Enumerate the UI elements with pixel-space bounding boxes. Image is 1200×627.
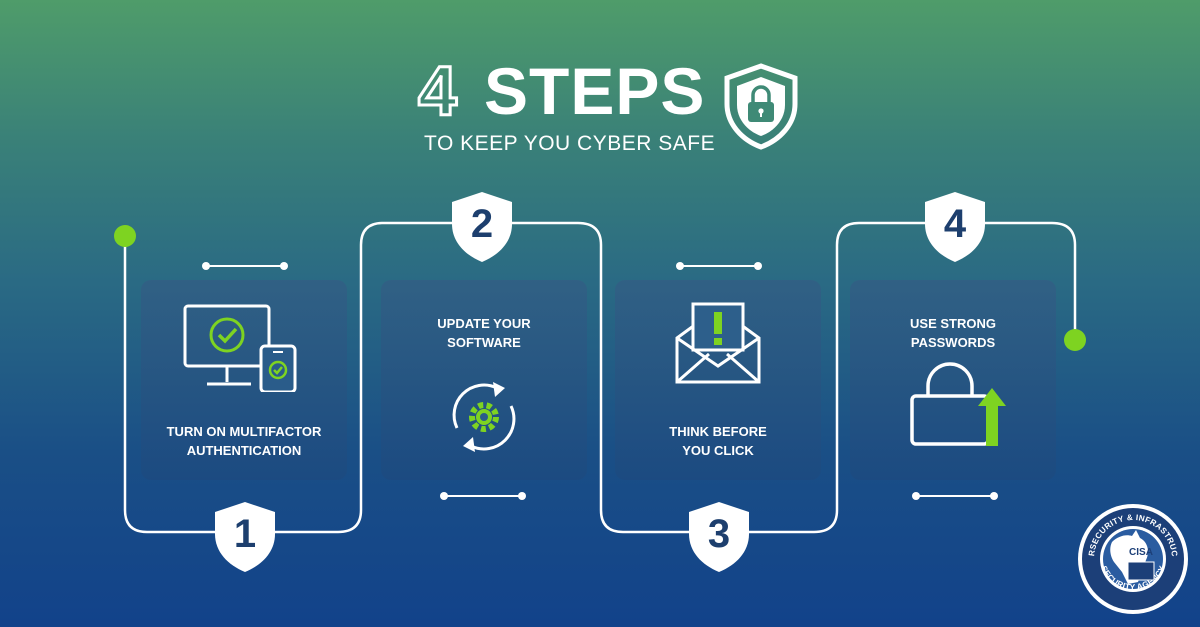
step-number-1: 1	[233, 512, 257, 556]
sync-gear-icon	[452, 382, 516, 452]
step-card-3: THINK BEFORE YOU CLICK	[615, 280, 821, 480]
divider-dash	[440, 491, 526, 501]
step-badge-3: 3	[687, 500, 751, 574]
step-number-3: 3	[707, 512, 731, 556]
step-label-2: UPDATE YOUR SOFTWARE	[437, 316, 531, 350]
subtitle: TO KEEP YOU CYBER SAFE	[424, 132, 716, 155]
path-end-dot	[1064, 329, 1086, 351]
shield-lock-icon	[724, 63, 798, 150]
step-label-3: THINK BEFORE YOU CLICK	[669, 424, 767, 458]
step-badge-2: 2	[450, 190, 514, 264]
step-number-4: 4	[943, 202, 967, 246]
step-label-1: TURN ON MULTIFACTOR AUTHENTICATION	[166, 424, 322, 458]
step-card-2: UPDATE YOUR SOFTWARE	[381, 280, 587, 480]
cisa-seal: CYBERSECURITY & INFRASTRUCTURE SECURITY …	[1076, 502, 1188, 614]
divider-dash	[912, 491, 998, 501]
step-card-4: USE STRONG PASSWORDS	[850, 280, 1056, 480]
step-card-1: TURN ON MULTIFACTOR AUTHENTICATION	[141, 280, 347, 480]
step-badge-1: 1	[213, 500, 277, 574]
path-start-dot	[114, 225, 136, 247]
step-label-4: USE STRONG PASSWORDS	[910, 316, 996, 350]
title-number: 4	[417, 52, 459, 130]
title-word: STEPS	[484, 54, 706, 128]
step-badge-4: 4	[923, 190, 987, 264]
devices-check-icon	[183, 304, 297, 392]
envelope-alert-icon	[675, 302, 761, 384]
seal-center-text: CISA	[1129, 547, 1153, 558]
divider-dash	[676, 261, 762, 271]
step-number-2: 2	[470, 202, 494, 246]
padlock-upload-icon	[910, 362, 1006, 446]
divider-dash	[202, 261, 288, 271]
